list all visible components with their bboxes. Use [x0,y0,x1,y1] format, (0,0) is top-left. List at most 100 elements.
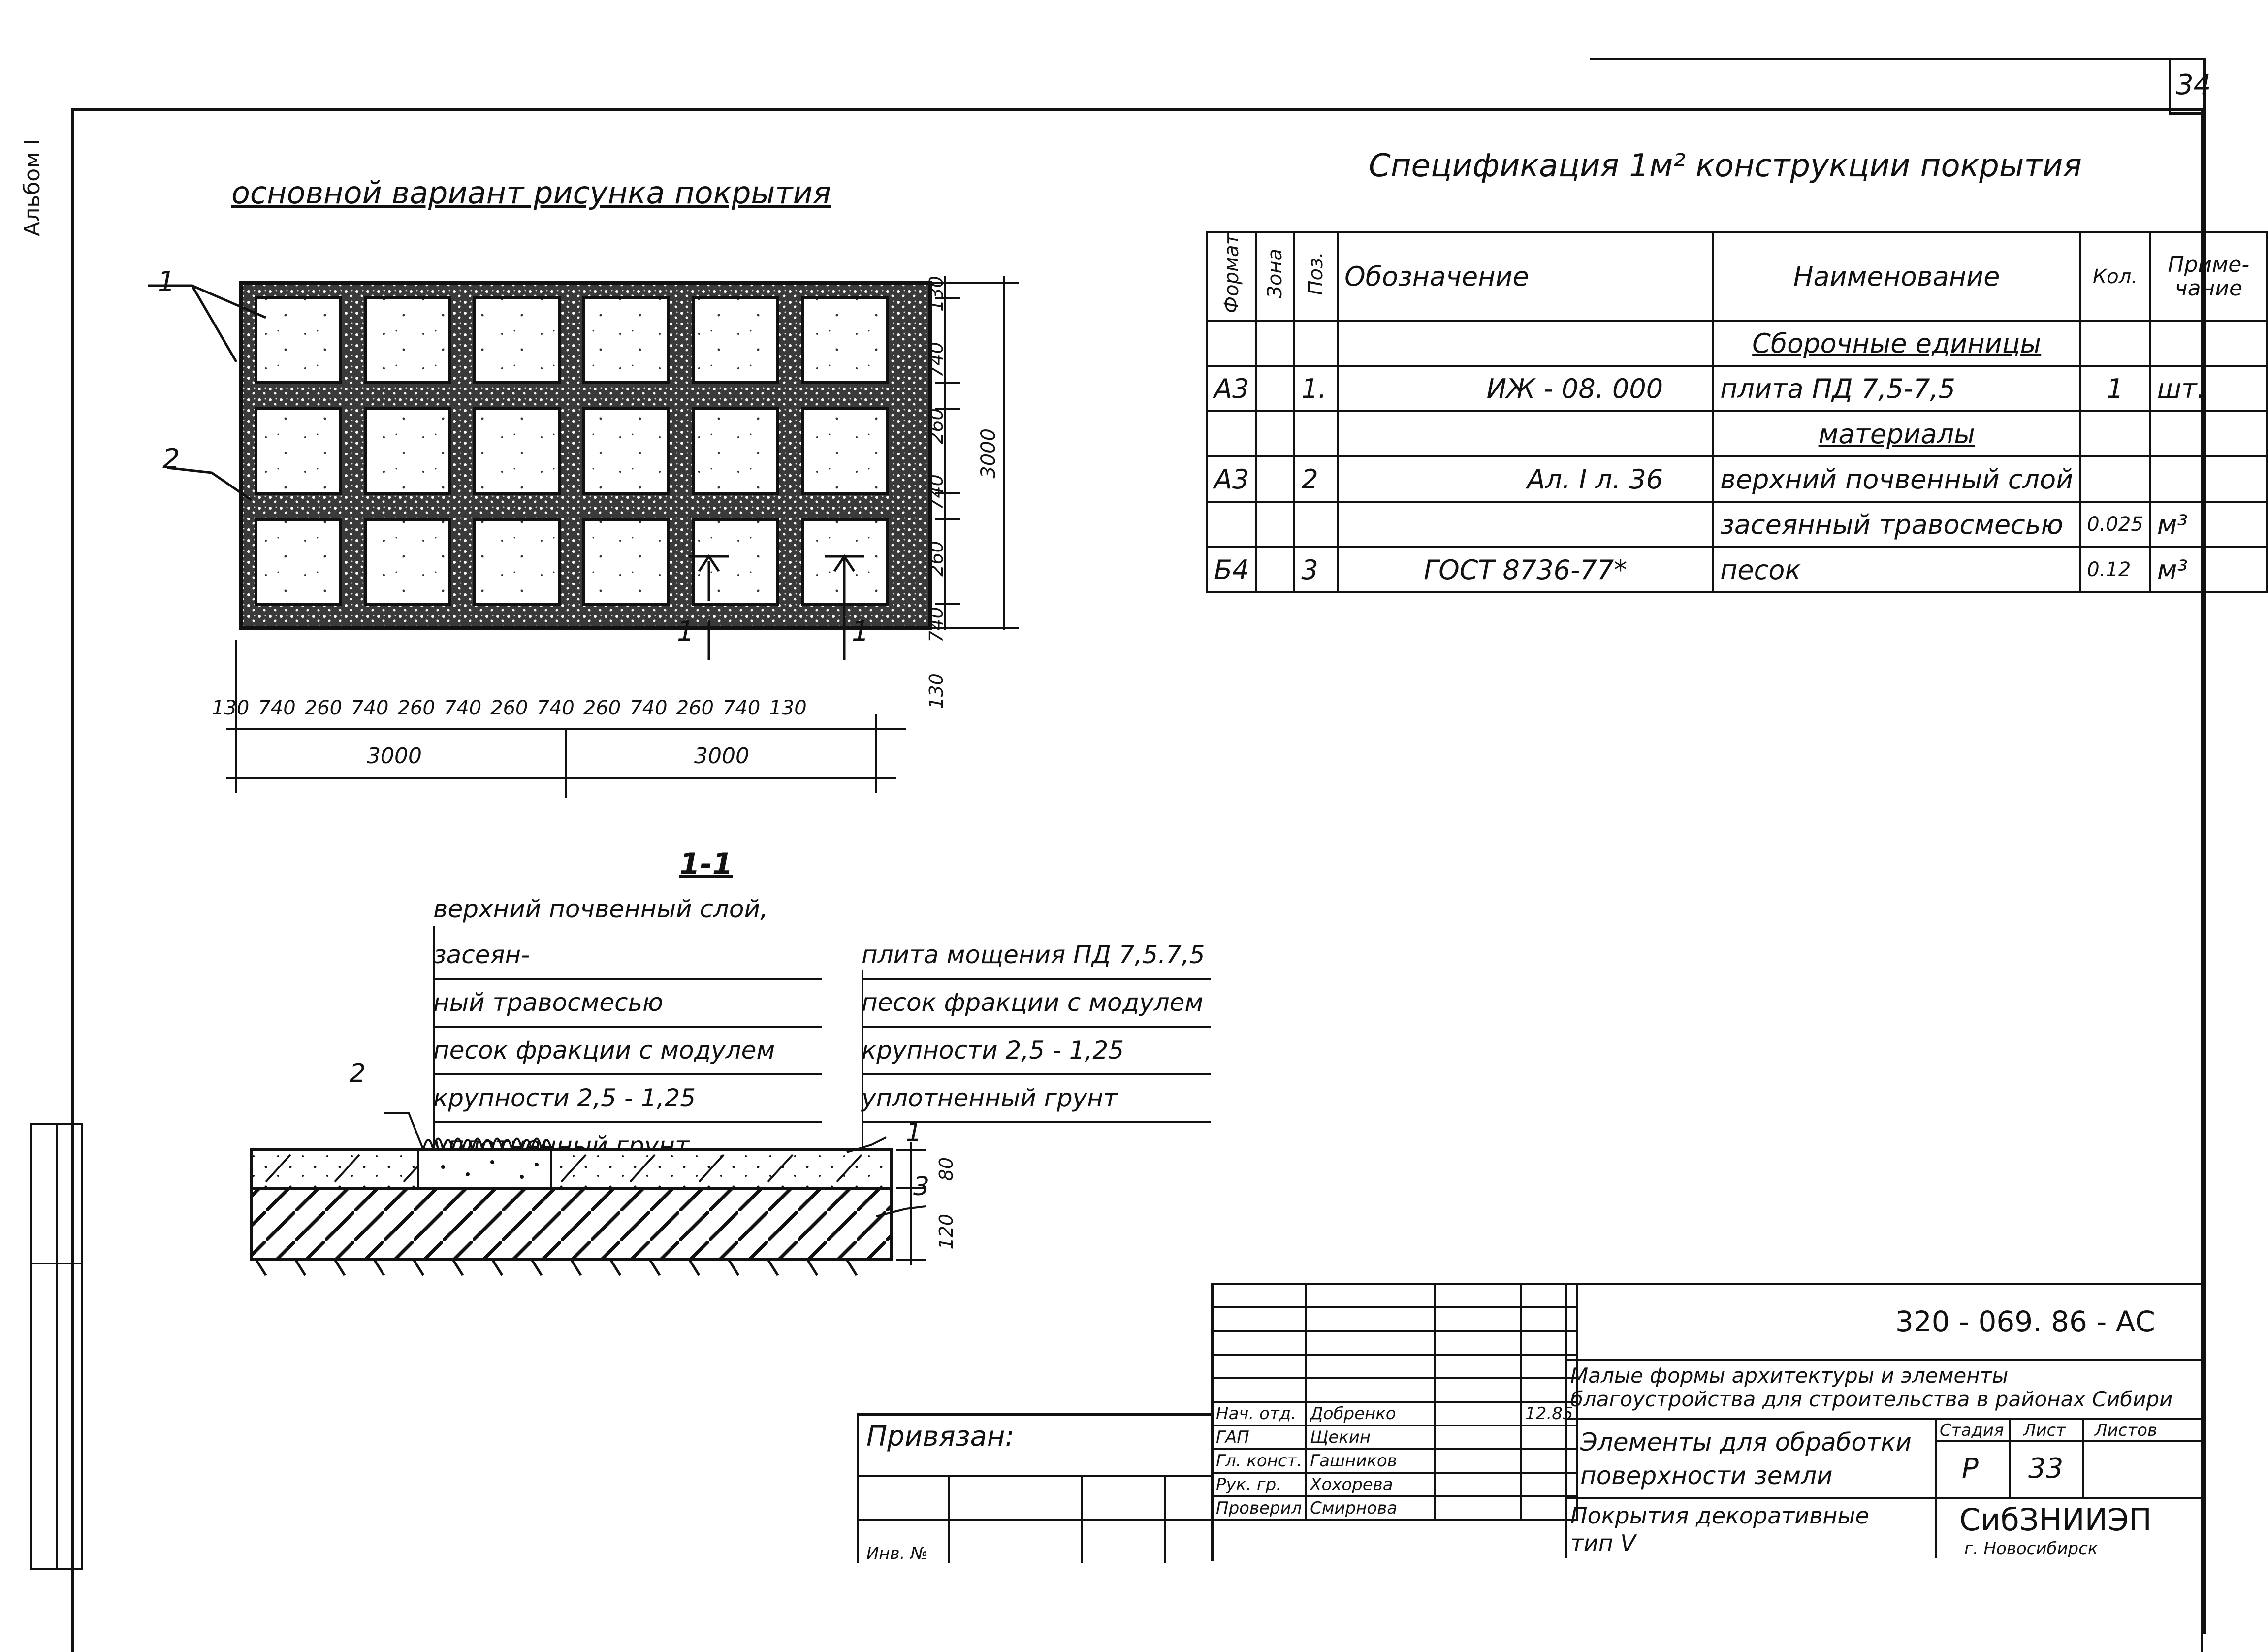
cell-note [2149,410,2268,458]
leader-line-left [433,926,435,1157]
spec-title: Спецификация 1м² конструкции покрытия [1369,148,2082,184]
plan-total-right: 3000 [694,744,749,769]
tile [692,296,779,384]
cell-designation: ИЖ - 08. 000 [1337,365,1715,413]
page-number-box [2169,58,2205,115]
staff-role: ГАП [1211,1425,1308,1450]
dim: 130 [769,697,807,719]
top-edge-line [1590,58,2205,60]
cell-designation [1337,501,1715,549]
dim: 130 [212,697,250,719]
staff-row: Рук. гр. Хохорева [1211,1472,1578,1497]
dim: 740 [537,697,575,719]
spec-table: Формат Зона Поз. Обозначение Наименовани… [1206,231,2268,594]
drawing-frame [71,108,2203,1652]
tile-grid [255,296,889,606]
soil-grass [422,1137,552,1179]
cell-zone [1255,320,1296,367]
col-pos: Поз. [1305,251,1328,295]
spec-row: А3 2 Ал. I л. 36 верхний почвенный слой [1206,455,2268,503]
section-label: крупности 2,5 - 1,25 [433,1075,822,1123]
cell-pos [1293,501,1339,549]
section-left-labels: верхний почвенный слой, засеян- ный трав… [433,886,822,1171]
staff-row: Нач. отд. Добренко 12.85 [1211,1401,1578,1426]
project-title: Малые формы архитектуры и элементы благо… [1570,1363,2173,1411]
frame-right-double [2203,58,2206,1634]
cell-qty: 1 [2079,365,2151,413]
tile [582,518,670,606]
section-label: крупности 2,5 - 1,25 [862,1028,1211,1075]
cell-zone [1255,501,1296,549]
cell-format [1206,320,1257,367]
tile [801,407,889,495]
col-designation: Обозначение [1337,231,1715,322]
cell-format [1206,410,1257,458]
section-callout-3: 3 [913,1172,930,1201]
tb-divider [1935,1418,1937,1558]
dim: 740 [926,607,947,643]
section-label: уплотненный грунт [862,1075,1211,1123]
cell-name: песок [1712,546,2081,594]
signature [1434,1448,1523,1474]
cell-note [2149,455,2268,503]
staff-row: ГАП Щекин [1211,1425,1578,1450]
tb-divider [1565,1497,2201,1499]
cell-name: верхний почвенный слой [1712,455,2081,503]
dim: 260 [676,697,714,719]
tile [692,407,779,495]
tile [364,518,451,606]
cell-name: плита ПД 7,5-7,5 [1712,365,2081,413]
signature [1434,1401,1523,1426]
margin-stamp [30,1123,83,1570]
dim: 740 [722,697,761,719]
cell-note [2149,320,2268,367]
tile [255,296,342,384]
dim: 740 [258,697,296,719]
cell-name: материалы [1712,410,2081,458]
plan-dims-bottom: 130 740 260 740 260 740 260 740 260 740 … [212,697,807,719]
cell-format: Б4 [1206,546,1257,594]
dim: 740 [926,342,947,378]
section-callout-1: 1 [906,1118,923,1147]
organization: СибЗНИИЭП [1959,1502,2152,1538]
tile [473,518,561,606]
tile [364,296,451,384]
cell-designation [1337,320,1715,367]
section-label: плита мощения ПД 7,5.7,5 [862,932,1211,980]
cell-designation: Ал. I л. 36 [1337,455,1715,503]
col-note: Приме-чание [2149,231,2268,322]
section-callout-2: 2 [350,1059,366,1088]
tile [692,518,779,606]
cell-name: засеянный травосмесью [1712,501,2081,549]
section-label: ный травосмесью [433,980,822,1028]
cell-designation [1337,410,1715,458]
section-label: песок фракции с модулем [862,980,1211,1028]
spec-row: материалы [1206,410,2268,458]
leader-line-right [862,970,863,1157]
cell-format: А3 [1206,365,1257,413]
section-right-labels: плита мощения ПД 7,5.7,5 песок фракции с… [862,932,1211,1123]
city: г. Новосибирск [1964,1539,2098,1558]
signature [1434,1472,1523,1497]
spec-row: засеянный травосмесью 0.025 м³ [1206,501,2268,549]
tile [364,407,451,495]
tile [582,296,670,384]
col-zone: Зона [1264,248,1287,298]
signature-grid: Нач. отд. Добренко 12.85 ГАП Щекин Гл. к… [1211,1283,1578,1521]
cell-zone [1255,365,1296,413]
plan-callout-1: 1 [158,266,175,298]
cell-qty [2079,320,2151,367]
tb-divider [1565,1418,2201,1420]
spec-header-row: Формат Зона Поз. Обозначение Наименовани… [1206,231,2268,322]
tile [801,296,889,384]
section-dim-80: 80 [935,1157,957,1181]
plan-dim-right-total: 3000 [977,428,1000,479]
doc-code: 320 - 069. 86 - АС [1895,1305,2155,1338]
staff-role: Нач. отд. [1211,1401,1308,1426]
section-title: 1-1 [679,847,733,881]
tb-divider [2009,1418,2011,1497]
dim: 260 [926,408,947,444]
tb-divider [1935,1440,2201,1442]
tile [582,407,670,495]
sheet-value: 33 [2028,1453,2064,1485]
